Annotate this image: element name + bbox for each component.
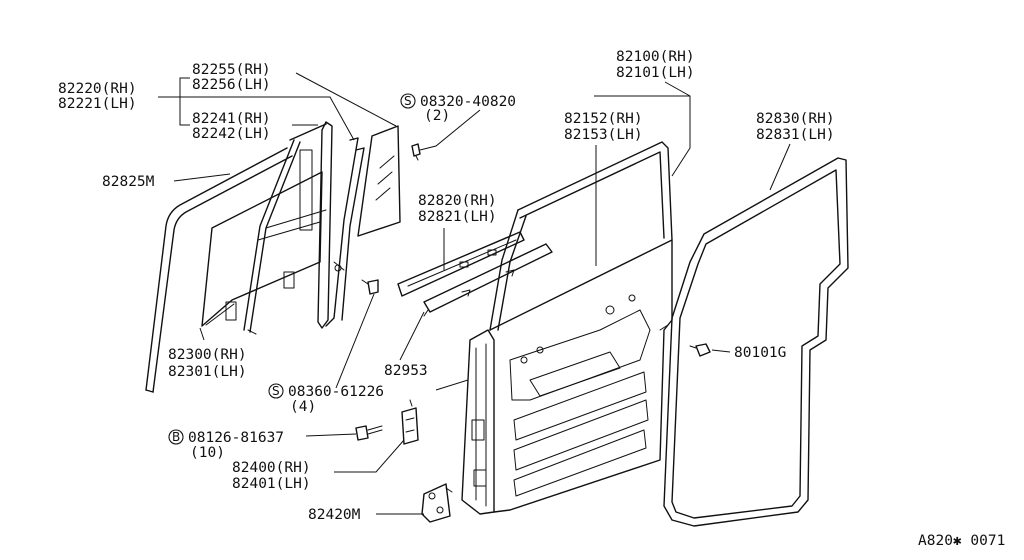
label-82301: 82301(LH) <box>168 364 247 380</box>
rear-sash-82255-shape <box>325 137 365 327</box>
door-panel-82100-shape <box>461 141 673 515</box>
label-82400: 82400(RH) <box>232 460 311 476</box>
screw-symbol-08320 <box>400 93 416 109</box>
diagram-code: A820✱ 0071 <box>918 533 1005 549</box>
label-82821: 82821(LH) <box>418 209 497 225</box>
label-82830: 82830(RH) <box>756 111 835 127</box>
label-82401: 82401(LH) <box>232 476 311 492</box>
label-82831: 82831(LH) <box>756 127 835 143</box>
label-08126-qty: (10) <box>190 445 225 461</box>
screw-08320-shape <box>411 143 421 161</box>
label-82100: 82100(RH) <box>616 49 695 65</box>
label-82300: 82300(RH) <box>168 347 247 363</box>
label-82256: 82256(LH) <box>192 77 271 93</box>
label-82152: 82152(RH) <box>564 111 643 127</box>
bolt-08126-shape <box>355 425 383 441</box>
label-82241: 82241(RH) <box>192 111 271 127</box>
label-82153: 82153(LH) <box>564 127 643 143</box>
screw-symbol-08320-letter: S <box>404 94 412 108</box>
label-80101g: 80101G <box>734 345 786 361</box>
channel-82241-shape <box>243 121 333 335</box>
bolt-symbol-08126-letter: B <box>172 430 180 444</box>
label-82221: 82221(LH) <box>58 96 137 112</box>
screw-symbol-08360 <box>268 383 284 399</box>
label-08320-qty: (2) <box>424 108 450 124</box>
weatherstrip-82825m-shape <box>145 147 293 393</box>
label-82825m: 82825M <box>102 174 155 190</box>
label-82953: 82953 <box>384 363 428 379</box>
bolt-symbol-08126 <box>168 429 184 445</box>
label-82420m: 82420M <box>308 507 361 523</box>
label-08126-81637: 08126-81637 <box>188 430 284 446</box>
label-08320-40820: 08320-40820 <box>420 94 516 110</box>
hinge-82400-shape <box>401 399 419 445</box>
leader-lines <box>158 72 791 515</box>
screw-symbol-08360-letter: S <box>272 384 280 398</box>
door-glass-82300-shape <box>201 171 323 327</box>
belt-moulding-82820-shape <box>397 231 525 297</box>
quarter-glass-shape <box>357 125 401 237</box>
label-82820: 82820(RH) <box>418 193 497 209</box>
label-82220: 82220(RH) <box>58 81 137 97</box>
screw-08360-shape <box>361 279 379 295</box>
label-08360-61226: 08360-61226 <box>288 384 384 400</box>
label-82101: 82101(LH) <box>616 65 695 81</box>
label-82242: 82242(LH) <box>192 126 271 142</box>
weatherstrip-82830-shape <box>663 157 849 527</box>
label-82255: 82255(RH) <box>192 62 271 78</box>
label-08360-qty: (4) <box>290 399 316 415</box>
check-link-82420m-shape <box>421 483 453 523</box>
clip-80101g-shape <box>689 343 711 357</box>
